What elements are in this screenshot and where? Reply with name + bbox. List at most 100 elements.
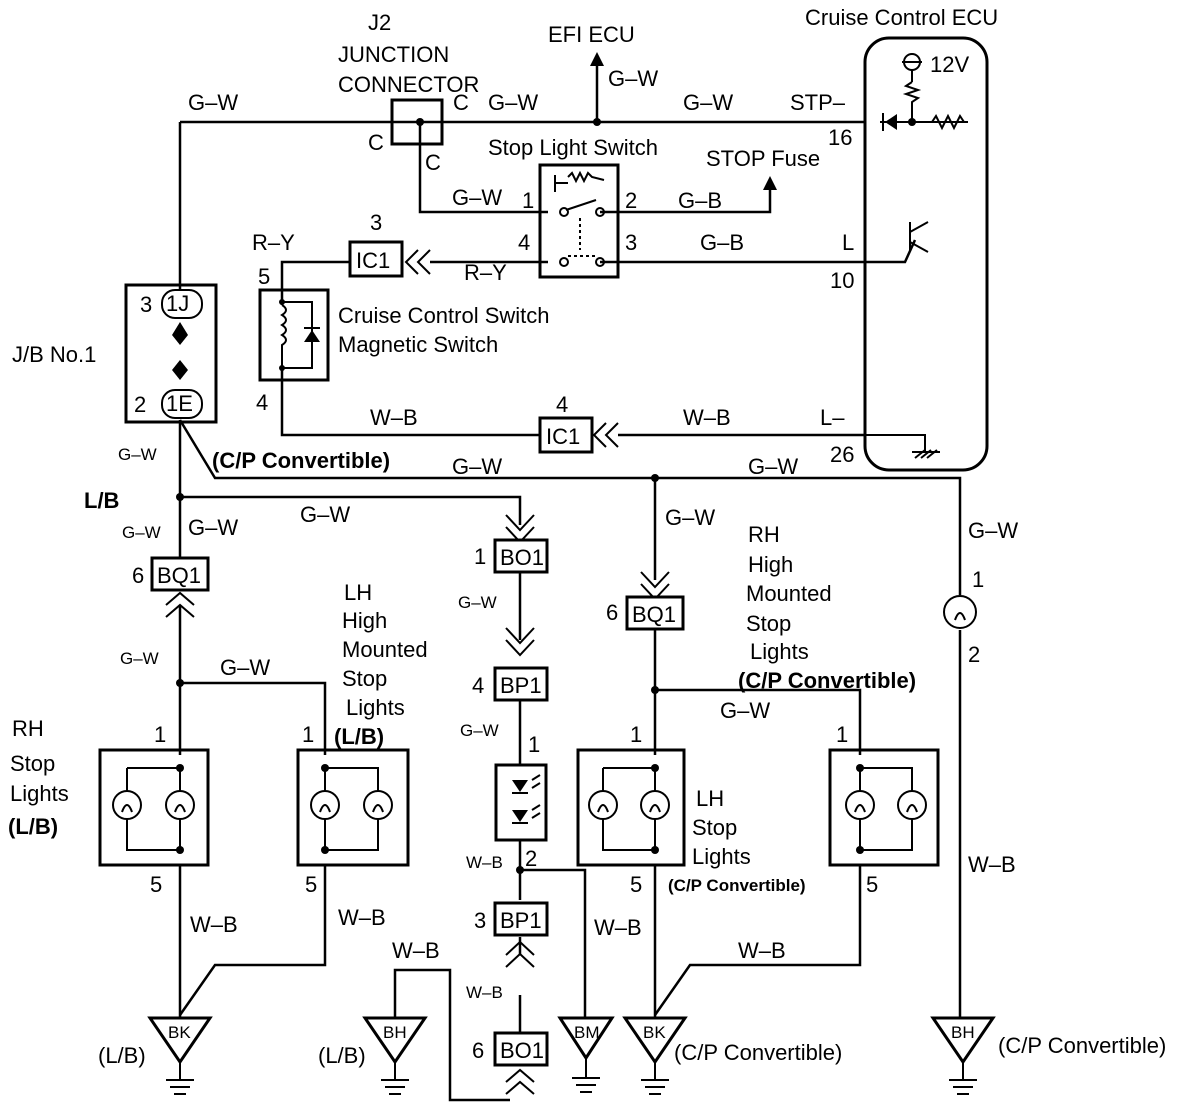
bp1-top: BP1	[493, 627, 549, 702]
wire-wb-bm: W–B	[594, 915, 642, 940]
j2-term-c-right: C	[453, 90, 469, 115]
lh-high-line-6: (L/B)	[334, 724, 384, 749]
ground-bm: BM	[557, 1016, 615, 1093]
rh-stop-line-4: (L/B)	[8, 814, 58, 839]
bp1-top-label: BP1	[500, 673, 542, 698]
ground-bk-right-note: (C/P Convertible)	[674, 1040, 842, 1065]
ground-bh-right-label: BH	[951, 1023, 975, 1042]
wire-gw-lb-small: G–W	[122, 523, 161, 542]
cp-single-lamp	[943, 595, 977, 629]
wire-wb-right: W–B	[683, 405, 731, 430]
wire-gw-cp-mid: G–W	[452, 454, 502, 479]
rh-high-line-6: (C/P Convertible)	[738, 668, 916, 693]
wire-wb-rh-high: W–B	[738, 938, 786, 963]
j2-label-1: J2	[368, 10, 391, 35]
lh-stop-line-2: Stop	[692, 815, 737, 840]
j2-term-c-bottom: C	[425, 150, 441, 175]
mag-term-5: 5	[258, 264, 270, 289]
ic1-upper: IC1	[348, 240, 431, 278]
rh-high-line-4: Stop	[746, 611, 791, 636]
junction-block-1: 1J 1E J/B No.1	[12, 283, 218, 424]
wire-wb-left: W–B	[370, 405, 418, 430]
ground-bk-left-label: BK	[168, 1023, 191, 1042]
rh-stop-line-3: Lights	[10, 781, 69, 806]
ic1-upper-term-3: 3	[370, 210, 382, 235]
labels: EFI ECU G–W G–W G–W G–W STP– 16 C C C ST…	[8, 22, 1166, 1068]
bo1-top-term-1: 1	[474, 544, 486, 569]
lh-high-line-2: High	[342, 608, 387, 633]
bo1-bottom-label: BO1	[500, 1038, 544, 1063]
ground-bh-right: BH	[930, 1016, 996, 1095]
wire-gw-lh-high: G–W	[220, 655, 270, 680]
terminal-16: 16	[828, 125, 852, 150]
lh-high-line-5: Lights	[346, 695, 405, 720]
ground-bh-left-note: (L/B)	[318, 1043, 366, 1068]
cp-lamp-term-1: 1	[972, 567, 984, 592]
led-high-mount-lamp	[494, 763, 548, 842]
wire-gw-top-right: G–W	[683, 90, 733, 115]
lh-stop-lamp	[576, 748, 686, 867]
rh-stop-line-1: RH	[12, 716, 44, 741]
rh-stop-line-2: Stop	[10, 751, 55, 776]
wire-gw-top-mid: G–W	[488, 90, 538, 115]
rh-high-term-5: 5	[866, 872, 878, 897]
wire-gw-bo1-bp1: G–W	[458, 593, 497, 612]
rh-high-line-3: Mounted	[746, 581, 832, 606]
stop-light-switch: Stop Light Switch	[488, 135, 658, 279]
wire-gw-rh-high: G–W	[720, 698, 770, 723]
ground-bm-label: BM	[574, 1023, 600, 1042]
rh-high-line-5: Lights	[750, 639, 809, 664]
lh-stop-line-3: Lights	[692, 844, 751, 869]
bq1-left-label: BQ1	[157, 563, 201, 588]
bo1-top-label: BO1	[500, 545, 544, 570]
j2-label-3: CONNECTOR	[338, 72, 479, 97]
switch-term-1: 1	[522, 188, 534, 213]
wire-gw-lb: G–W	[188, 515, 238, 540]
switch-term-2: 2	[625, 188, 637, 213]
magnetic-switch: Cruise Control Switch Magnetic Switch	[258, 288, 550, 382]
rh-high-term-1: 1	[836, 722, 848, 747]
cc-switch-label-2: Magnetic Switch	[338, 332, 498, 357]
wire-ry-left: R–Y	[252, 230, 295, 255]
ground-bk-left: BK	[147, 1016, 213, 1095]
led-term-2: 2	[525, 846, 537, 871]
bq1-right-term-6: 6	[606, 600, 618, 625]
bq1-left: BQ1	[150, 556, 210, 618]
ground-bk-right-label: BK	[643, 1023, 666, 1042]
wire-gw-jb-out: G–W	[118, 445, 157, 464]
bp1-bottom-term-3: 3	[474, 908, 486, 933]
wire-gw-cp-right: G–W	[748, 454, 798, 479]
lh-high-line-4: Stop	[342, 666, 387, 691]
mag-term-4: 4	[256, 390, 268, 415]
led-term-1: 1	[528, 732, 540, 757]
cc-switch-label-1: Cruise Control Switch	[338, 303, 550, 328]
bp1-bottom-label: BP1	[500, 908, 542, 933]
terminal-26: 26	[830, 442, 854, 467]
ground-bh-left-label: BH	[383, 1023, 407, 1042]
switch-term-3: 3	[625, 230, 637, 255]
jb-term-2: 2	[134, 392, 146, 417]
lh-stop-term-5: 5	[630, 872, 642, 897]
ground-bh-left: BH	[362, 1016, 428, 1095]
cp-lamp-term-2: 2	[968, 642, 980, 667]
lh-high-term-1: 1	[302, 722, 314, 747]
bo1-bottom: BO1	[493, 1031, 549, 1095]
ic1-lower-term-4: 4	[556, 392, 568, 417]
jb-label: J/B No.1	[12, 342, 96, 367]
wire-wb-led: W–B	[466, 853, 503, 872]
wire-ry-mid: R–Y	[464, 260, 507, 285]
ground-bk-left-note: (L/B)	[98, 1043, 146, 1068]
lh-stop-line-4: (C/P Convertible)	[668, 876, 806, 895]
rh-stop-term-1: 1	[154, 722, 166, 747]
wire-gw-top-left: G–W	[188, 90, 238, 115]
lh-high-mounted-lamp	[296, 748, 410, 867]
ic1-lower: IC1	[538, 416, 619, 454]
rh-stop-term-5: 5	[150, 872, 162, 897]
wire-gw-to-bo1: G–W	[300, 502, 350, 527]
wire-wb-bh-left: W–B	[392, 938, 440, 963]
bq1-right: BQ1	[625, 571, 685, 631]
junction-dots	[176, 118, 659, 874]
ecu-voltage: 12V	[930, 52, 969, 77]
terminal-l: L	[842, 230, 854, 255]
